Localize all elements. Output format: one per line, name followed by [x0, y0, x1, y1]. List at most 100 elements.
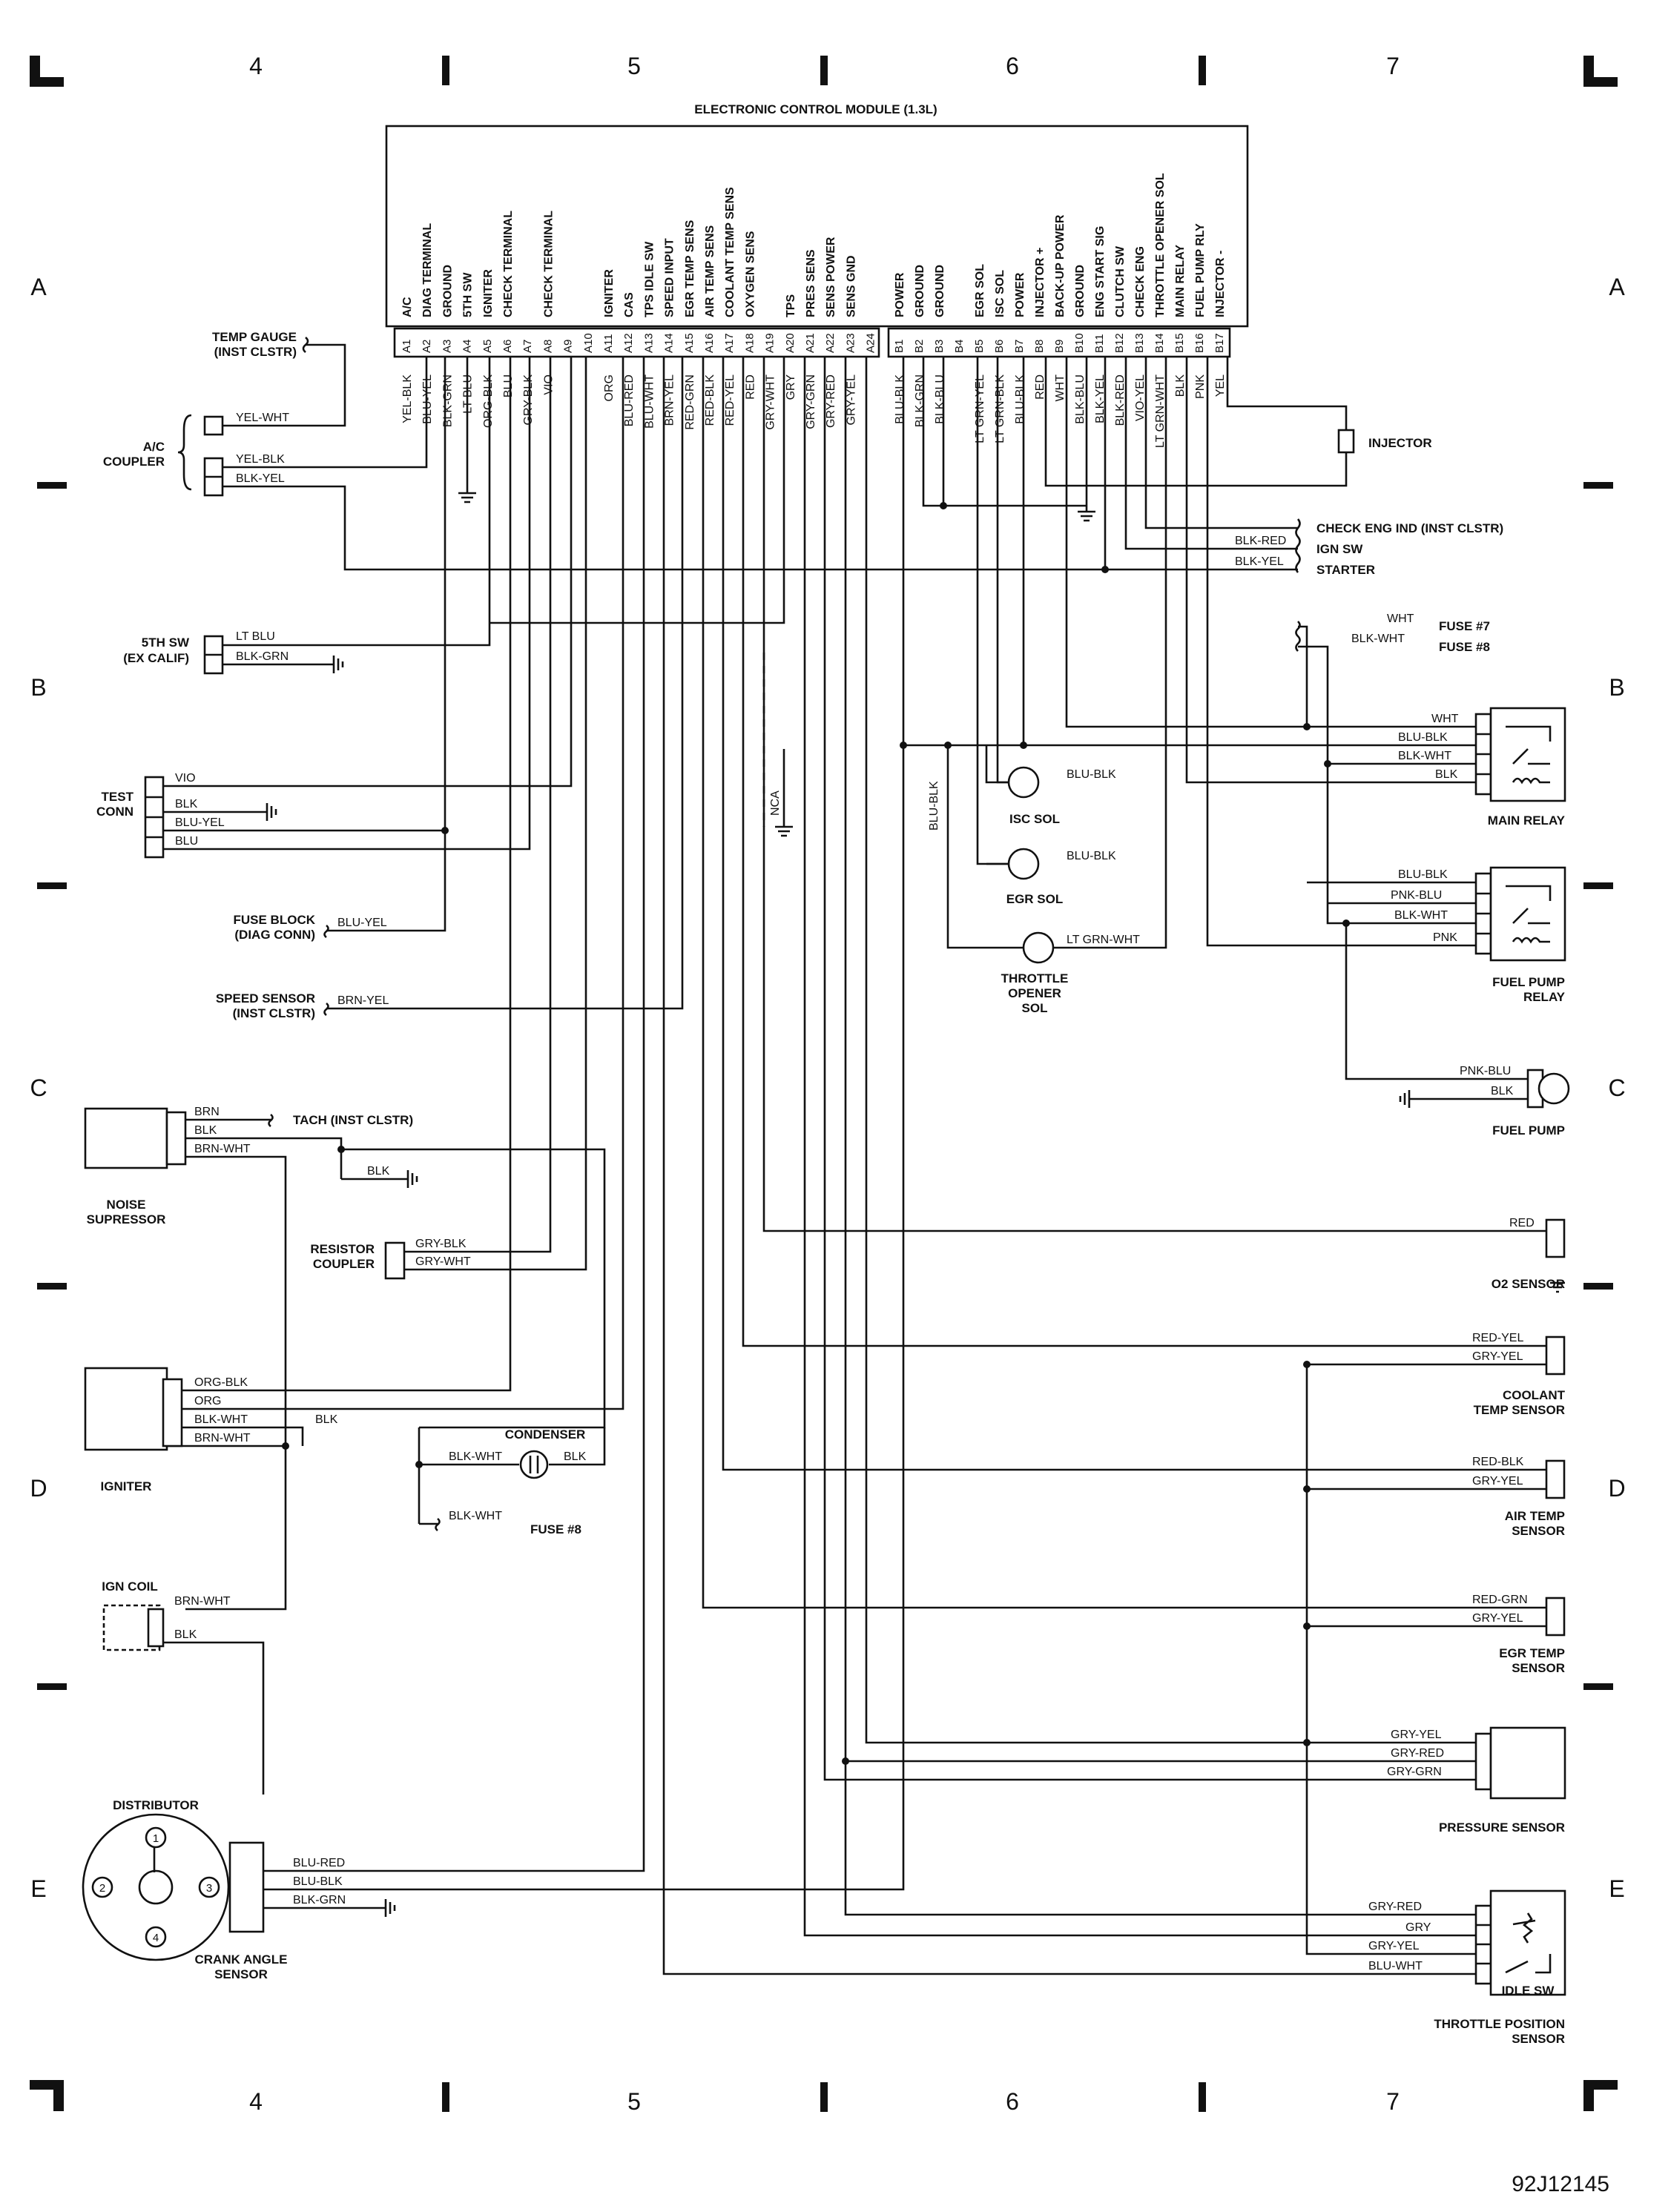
ecm-pin-label: A17 [723, 333, 736, 353]
ecm-wire-color-label: BLU-RED [623, 374, 636, 426]
fuse-block-label: FUSE BLOCK [234, 913, 316, 927]
noise-supressor-label: SUPRESSOR [87, 1212, 166, 1226]
wire-label: RED [1509, 1217, 1535, 1229]
wire-label: BLU-BLK [1398, 731, 1448, 744]
ecm-function-label: COOLANT TEMP SENS [724, 187, 736, 317]
ecm-wire-color-label: VIO [542, 374, 555, 395]
ecm-wire-color-label: BLU-YEL [421, 374, 434, 424]
components [82, 337, 1570, 1996]
ecm-function-label: ISC SOL [994, 270, 1006, 317]
grid-row-right: A [1609, 274, 1625, 300]
nca-label: NCA [769, 790, 782, 816]
right-labels: INJECTOR CHECK ENG IND (INST CLSTR) IGN … [769, 436, 1566, 2046]
ecm-pin-label: B17 [1213, 333, 1226, 353]
ecm-pin-label: A22 [824, 333, 837, 353]
ecm-wire-color-label: GRY-YEL [845, 374, 857, 426]
ecm-pin-label: A12 [622, 333, 635, 353]
ecm-function-label: THROTTLE OPENER SOL [1154, 173, 1167, 317]
ecm-wire-color-label: BLK [1174, 374, 1187, 397]
grid-col-bottom: 4 [249, 2088, 263, 2115]
ecm-pin-label: A21 [804, 333, 817, 353]
ecm-pin-label: A15 [683, 333, 696, 353]
wire-label: LT BLU [236, 630, 275, 643]
ecm-pin-label: B5 [973, 340, 986, 353]
ecm-function-label: OXYGEN SENS [744, 231, 757, 317]
ac-coupler-label: COUPLER [103, 455, 165, 469]
ecm-function-label: CLUTCH SW [1114, 245, 1127, 317]
wire-label: RED-BLK [1472, 1456, 1524, 1468]
wire-label: GRY-GRN [1387, 1766, 1442, 1778]
main-relay-label: MAIN RELAY [1488, 813, 1566, 828]
ecm-wire-color-label: RED-BLK [704, 374, 716, 426]
ecm-wire-color-label: YEL-BLK [401, 374, 414, 423]
wire-label: BLK [1491, 1085, 1514, 1097]
ecm-wire-color-label: BLK-YEL [1094, 374, 1107, 423]
wire-label: BRN-WHT [194, 1143, 251, 1155]
ecm-wire-color-label: YEL [1214, 374, 1227, 397]
wire-label: BRN-WHT [194, 1432, 251, 1445]
ecm-pin-label: A19 [764, 333, 777, 353]
wire-label: BLK-YEL [236, 472, 285, 485]
ecm-function-label: INJECTOR - [1214, 251, 1227, 317]
idle-sw-label: IDLE SW [1502, 1984, 1555, 1998]
ecm-pin-label: B4 [953, 340, 966, 353]
o2-sensor-label: O2 SENSOR [1492, 1277, 1565, 1291]
ecm-function-label: FUEL PUMP RLY [1194, 223, 1207, 317]
wire-label: BLU [175, 835, 198, 848]
junction-dots [282, 502, 1350, 1765]
wire-label: BLU-BLK [1067, 768, 1116, 781]
ecm-pin-label: B7 [1013, 340, 1026, 353]
fuse8-label: FUSE #8 [530, 1522, 581, 1536]
coolant-sensor-label: COOLANT [1503, 1388, 1566, 1402]
resistor-coupler-label: RESISTOR [310, 1242, 375, 1256]
ecm-wire-color-label: LT GRN-WHT [1154, 374, 1167, 448]
ecm-wire-color-label: PNK [1194, 374, 1207, 399]
ecm-pin-label: A5 [481, 340, 494, 353]
ecm-wire-color-label: ORG-BLK [482, 374, 495, 428]
ecm-pin-label: A6 [501, 340, 514, 353]
wire-label: RED-GRN [1472, 1594, 1528, 1606]
ecm-pin-label: A23 [844, 333, 857, 353]
ecm-pin-label: A7 [521, 340, 534, 353]
ecm-pin-label: B13 [1133, 333, 1146, 353]
ecm-function-label: POWER [894, 272, 906, 317]
fuse-block-sub: (DIAG CONN) [234, 928, 315, 942]
condenser-label: CONDENSER [505, 1427, 586, 1442]
ecm-function-label: 5TH SW [462, 272, 475, 317]
crank-angle-sensor-label: CRANK ANGLE [195, 1952, 288, 1967]
wire-label: BLK [367, 1165, 390, 1178]
grid-row-right: E [1609, 1875, 1624, 1902]
ecm-wire-color-label: BRN-YEL [664, 374, 676, 426]
crank-angle-sensor-label: SENSOR [214, 1967, 268, 1981]
grid-row-left: D [30, 1475, 47, 1502]
ecm-pin-label: A18 [743, 333, 756, 353]
fuse7-label: FUSE #7 [1439, 619, 1490, 633]
ecm-wire-color-label: BLK-GRN [441, 374, 454, 427]
wire-label: WHT [1431, 713, 1459, 725]
wire-label: BLK [564, 1450, 587, 1463]
fp-relay-label: RELAY [1523, 990, 1566, 1004]
ecm-wire-color-label: BLK-RED [1114, 374, 1127, 426]
wire-label: GRY-YEL [1391, 1729, 1442, 1741]
wire-label: PNK-BLU [1460, 1065, 1511, 1077]
wire-label: BLU-BLK [928, 781, 940, 831]
wire-label: BLK-WHT [194, 1413, 248, 1426]
tps-label: THROTTLE POSITION [1434, 2017, 1565, 2031]
ecm-pin-label: B8 [1033, 340, 1046, 353]
wire-label: BLK [174, 1628, 197, 1641]
wire-label: VIO [175, 772, 196, 785]
ecm-wire-color-label: BLK-GRN [914, 374, 926, 427]
ecm-pin-label: B11 [1093, 334, 1106, 353]
dist-num: 1 [153, 1832, 159, 1845]
distributor-caps: 1 2 3 4 [91, 1826, 220, 1948]
ecm-pin-label: A4 [461, 340, 474, 353]
grid-row-left: A [30, 274, 47, 300]
ecm-wire-color-label: LT GRN-BLK [994, 374, 1006, 443]
wire-label: GRY-YEL [1472, 1612, 1523, 1625]
ecm-function-label: IGNITER [603, 269, 616, 317]
ecm-function-label: CHECK TERMINAL [542, 211, 555, 317]
ecm-function-label: EGR SOL [974, 264, 986, 317]
dist-num: 4 [153, 1932, 159, 1944]
ecm-pin-label: B9 [1053, 340, 1066, 353]
frame-markers [30, 56, 1618, 2112]
